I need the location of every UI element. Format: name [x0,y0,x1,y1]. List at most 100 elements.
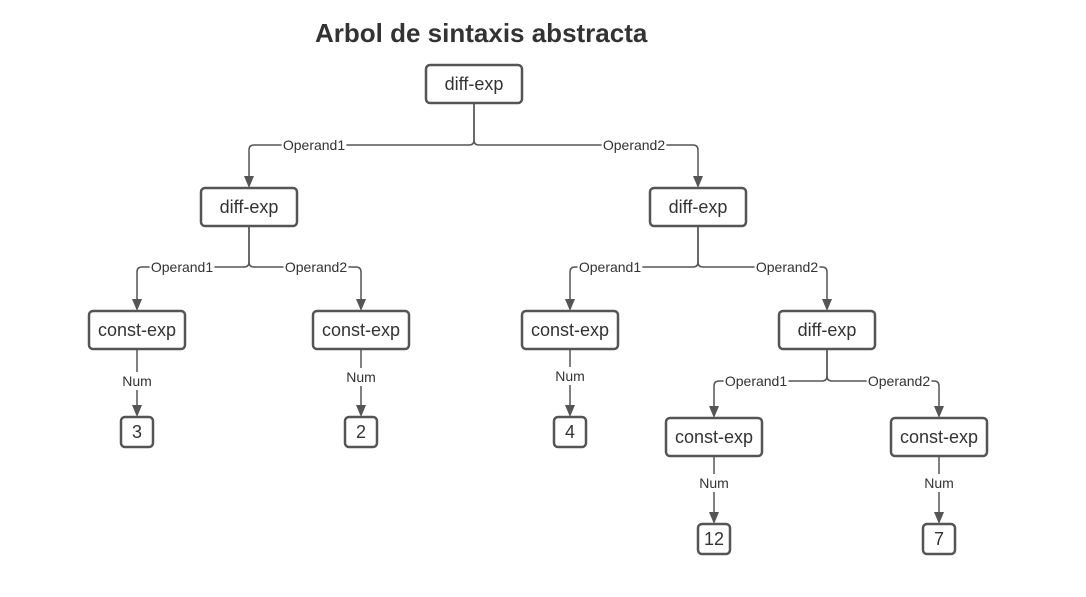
edge-n2-n5: Operand1 [565,226,699,311]
node-label: const-exp [322,320,400,340]
node-n4: const-exp [311,309,411,351]
node-label: diff-exp [445,74,504,94]
node-box [520,309,620,351]
node-box [664,416,764,458]
edge-label: Operand1 [151,259,213,275]
node-n8: 2 [343,415,379,449]
node-label: 4 [565,422,575,442]
edge-label: Operand1 [283,137,345,153]
arrowhead-icon [132,405,142,417]
node-label: diff-exp [669,197,728,217]
edge-label: Num [346,369,376,385]
node-n7: 3 [119,415,155,449]
edge-label-background [925,474,953,492]
edge-label-background [577,258,643,276]
node-label: const-exp [531,320,609,340]
node-n5: const-exp [520,309,620,351]
edge-label-background [123,372,151,390]
edge-n6-n10: Operand1 [709,349,828,418]
node-box [119,415,155,449]
arrowhead-icon [693,176,703,188]
arrowhead-icon [822,299,832,311]
arrowhead-icon [934,406,944,418]
edge-n5-n9: Num [555,349,585,417]
node-box [424,63,524,105]
edge-n11-n13: Num [924,456,954,524]
edge-line [473,103,699,178]
edge-label: Operand2 [868,373,930,389]
edge-n1-n3: Operand1 [132,226,250,311]
edge-label: Operand2 [285,259,347,275]
arrowhead-icon [356,299,366,311]
node-box [552,415,588,449]
edge-n3-n7: Num [122,349,152,417]
node-label: 7 [934,529,944,549]
node-n9: 4 [552,415,588,449]
node-box [648,186,748,228]
arrowhead-icon [709,406,719,418]
node-label: 3 [132,422,142,442]
edge-label-background [723,372,789,390]
node-box [199,186,299,228]
arrowhead-icon [132,299,142,311]
edge-label: Num [699,475,729,491]
arrowhead-icon [565,299,575,311]
node-label: const-exp [900,427,978,447]
edge-label-background [281,136,347,154]
edge-n0-n1: Operand1 [244,103,475,188]
node-n0: diff-exp [424,63,524,105]
node-box [696,522,732,556]
node-label: 2 [356,422,366,442]
nodes-layer: diff-exp diff-exp diff-exp const-exp const-e… [87,63,989,556]
diagram-title: Arbol de sintaxis abstracta [315,18,648,48]
node-box [889,416,989,458]
node-n12: 12 [696,522,732,556]
edge-n1-n4: Operand2 [248,226,366,311]
node-box [921,522,957,556]
edge-n10-n12: Num [699,456,729,524]
edge-label-background [347,368,375,386]
arrowhead-icon [244,176,254,188]
edge-label-background [149,258,215,276]
arrowhead-icon [934,512,944,524]
node-label: diff-exp [220,197,279,217]
edge-label-background [556,367,584,385]
arrowhead-icon [565,405,575,417]
node-n3: const-exp [87,309,187,351]
edge-label: Operand2 [603,137,665,153]
node-box [343,415,379,449]
edge-n4-n8: Num [346,349,376,417]
node-box [87,309,187,351]
node-n10: const-exp [664,416,764,458]
edge-n6-n11: Operand2 [826,349,944,418]
edge-label: Operand1 [579,259,641,275]
node-n1: diff-exp [199,186,299,228]
node-label: 12 [704,529,724,549]
edge-label: Operand1 [725,373,787,389]
edge-label: Num [924,475,954,491]
edge-label-background [866,372,932,390]
edge-label-background [754,258,820,276]
node-n13: 7 [921,522,957,556]
node-label: diff-exp [798,320,857,340]
edge-label: Num [122,373,152,389]
node-n11: const-exp [889,416,989,458]
node-label: const-exp [675,427,753,447]
arrowhead-icon [709,512,719,524]
node-box [311,309,411,351]
node-box [777,309,877,351]
edge-label-background [700,474,728,492]
edge-label-background [601,136,667,154]
edge-label: Num [555,368,585,384]
node-n6: diff-exp [777,309,877,351]
edge-n2-n6: Operand2 [697,226,832,311]
edge-n0-n2: Operand2 [473,103,703,188]
edge-label: Operand2 [756,259,818,275]
node-n2: diff-exp [648,186,748,228]
arrowhead-icon [356,405,366,417]
node-label: const-exp [98,320,176,340]
edge-label-background [283,258,349,276]
